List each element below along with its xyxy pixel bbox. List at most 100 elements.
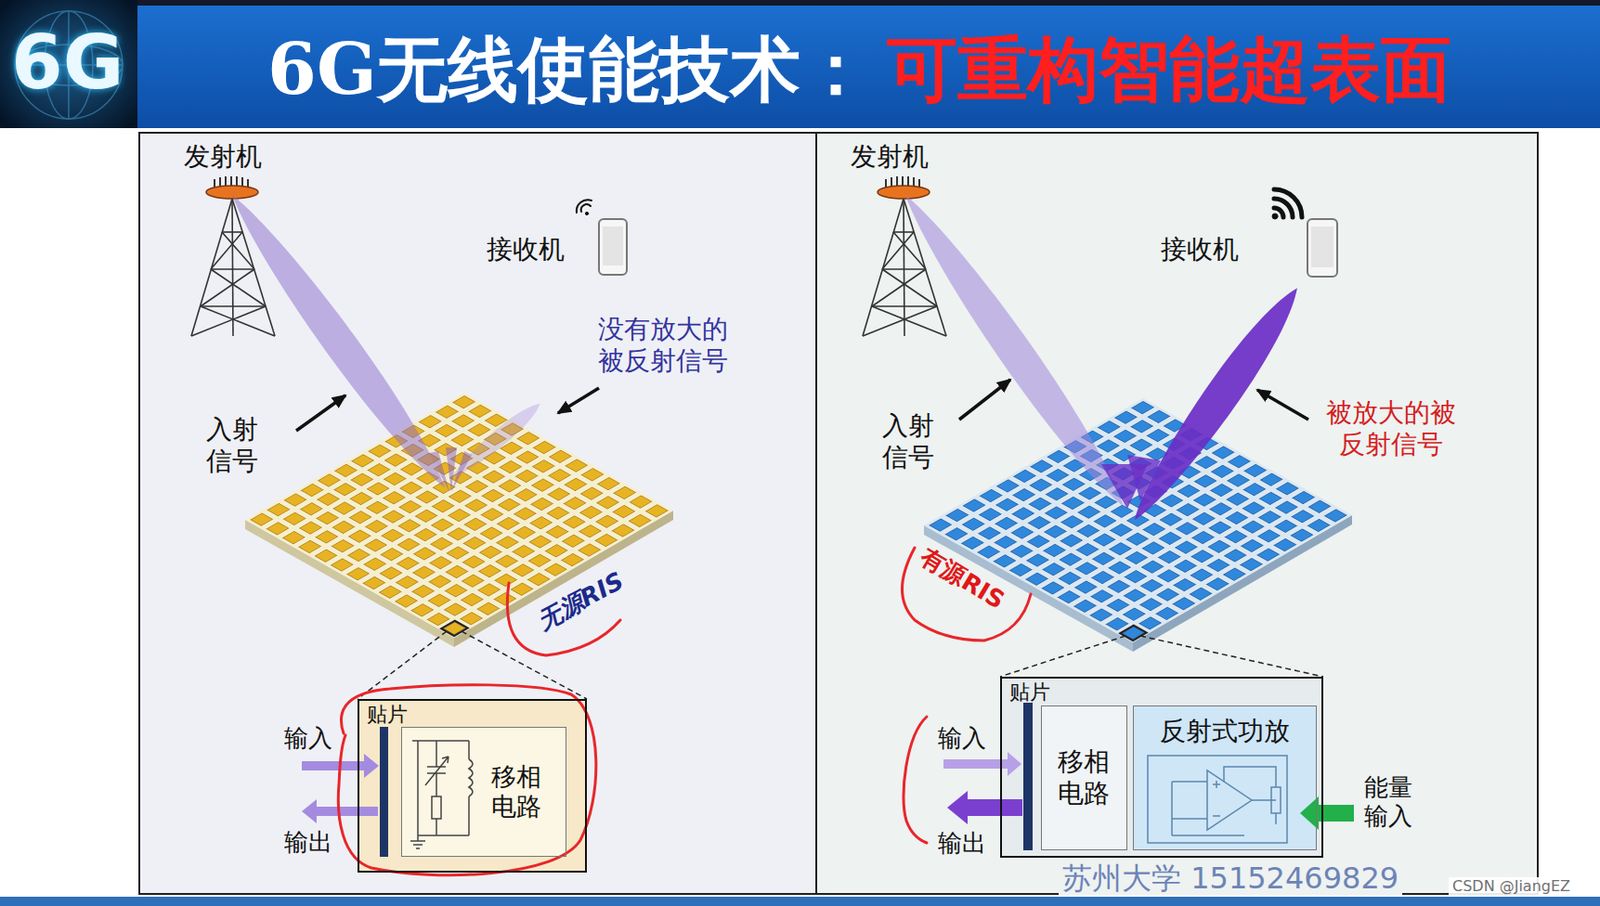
port-arrow bbox=[1007, 752, 1022, 777]
incident-signal-label: 入射 信号 bbox=[202, 414, 262, 477]
pointer-arrow bbox=[296, 379, 1309, 431]
reflected-signal-label: 没有放大的 被反射信号 bbox=[594, 313, 732, 377]
passive-ris-board bbox=[245, 392, 674, 638]
phase-shift-box-text: 移相 电路 bbox=[1053, 746, 1114, 809]
phase-shift-circuit bbox=[410, 741, 473, 849]
port-label: 输出 bbox=[284, 828, 333, 858]
port-arrow bbox=[301, 761, 365, 771]
signal-beam bbox=[219, 185, 1312, 531]
title-highlight: 可重构智能超表面 bbox=[886, 30, 1452, 109]
amplifier-circuit bbox=[1271, 787, 1281, 814]
port-arrow bbox=[947, 791, 968, 825]
passive-ris-board bbox=[441, 621, 468, 637]
amplifier-box: 反射式功放 bbox=[1132, 705, 1317, 851]
zoom-leader bbox=[1140, 636, 1324, 677]
phase-shift-box-text: 移相 电路 bbox=[487, 762, 546, 823]
pointer-arrow bbox=[959, 379, 1011, 420]
watermark: 苏州大学 15152469829 bbox=[1058, 862, 1403, 896]
port-label: 输入 bbox=[284, 724, 333, 754]
phase-shift-circuit bbox=[431, 796, 442, 820]
passive-ris-board bbox=[245, 392, 674, 638]
port-arrow bbox=[1300, 796, 1319, 831]
incident-signal-label-box: 入射 信号 bbox=[202, 414, 262, 477]
inset-fill bbox=[401, 727, 567, 858]
port-label-box: 输入 bbox=[937, 724, 987, 754]
energy-input-label: 能量 输入 bbox=[1360, 773, 1417, 832]
banner bbox=[0, 0, 1600, 129]
wifi-symbol bbox=[576, 199, 592, 213]
receiver-phone bbox=[1311, 226, 1334, 268]
phase-shift-box: 移相 电路 bbox=[401, 727, 567, 858]
title-text-box: 6G无线使能技术： bbox=[267, 30, 872, 109]
port-arrow bbox=[301, 799, 317, 824]
port-label-box: 输入 bbox=[284, 724, 333, 754]
transmitter-tower bbox=[191, 176, 275, 337]
active-ris-board bbox=[923, 398, 1353, 652]
receiver-phone bbox=[1307, 219, 1338, 277]
receiver-label-box: 接收机 bbox=[486, 234, 565, 266]
pointer-arrow bbox=[1257, 390, 1309, 420]
phase-shift-box: 移相 电路 bbox=[1040, 705, 1128, 851]
port-label: 输出 bbox=[937, 829, 987, 859]
amplifier-circuit bbox=[1147, 755, 1288, 844]
title-text: 6G无线使能技术： bbox=[267, 30, 872, 109]
transmitter-label: 发射机 bbox=[850, 141, 929, 173]
zoom-leader bbox=[1000, 636, 1126, 677]
passive-ris-board bbox=[245, 392, 674, 648]
title-highlight-box: 可重构智能超表面 bbox=[886, 30, 1452, 109]
port-arrow bbox=[316, 806, 378, 817]
port-label-box: 输出 bbox=[937, 829, 987, 859]
inset-fill bbox=[1132, 705, 1317, 851]
amplifier-circuit bbox=[1212, 780, 1221, 817]
transmitter-label-box: 发射机 bbox=[850, 141, 929, 173]
panels bbox=[139, 132, 817, 895]
patch-box: 贴片移相 电路 bbox=[357, 699, 587, 873]
signal-beam bbox=[1120, 278, 1312, 531]
red-annotation bbox=[338, 547, 1031, 876]
patch-box-text: 贴片 bbox=[366, 702, 578, 728]
wifi-symbol bbox=[581, 204, 591, 212]
reflected-signal-label-box: 没有放大的 被反射信号 bbox=[594, 313, 732, 377]
panels bbox=[816, 132, 1538, 895]
logo-text-box: 6G bbox=[11, 20, 124, 106]
energy-input-label-box: 能量 输入 bbox=[1360, 773, 1417, 832]
signal-beam bbox=[1127, 455, 1161, 502]
port-label: 输入 bbox=[937, 724, 987, 754]
amplifier-circuit bbox=[1171, 776, 1276, 825]
amplifier-circuit bbox=[1147, 755, 1288, 844]
patch-box: 贴片移相 电路反射式功放 bbox=[1000, 676, 1324, 859]
inset-fill bbox=[1040, 705, 1128, 851]
port-arrow bbox=[967, 799, 1023, 817]
phase-shift-circuit bbox=[410, 819, 469, 849]
panels bbox=[0, 897, 1600, 906]
port-arrow bbox=[1318, 805, 1354, 822]
watermark-box: 苏州大学 15152469829 bbox=[1058, 862, 1403, 896]
phase-shift-circuit bbox=[425, 756, 449, 786]
pointer-arrow bbox=[558, 388, 599, 414]
amplifier-box-text: 反射式功放 bbox=[1139, 715, 1311, 748]
amplified-signal-label: 被放大的被 反射信号 bbox=[1322, 397, 1460, 460]
wifi-symbol bbox=[1272, 213, 1278, 220]
transmitter-label: 发射机 bbox=[183, 141, 262, 173]
passive-ris-board bbox=[245, 392, 674, 638]
inset-fill bbox=[357, 699, 587, 873]
wifi-symbol bbox=[1274, 189, 1302, 218]
receiver-label: 接收机 bbox=[1160, 234, 1239, 266]
incident-signal-label: 入射 信号 bbox=[878, 410, 938, 473]
port-arrow bbox=[943, 759, 1008, 769]
receiver-label-box: 接收机 bbox=[1160, 234, 1239, 266]
inset-fill bbox=[1000, 676, 1324, 859]
receiver-label: 接收机 bbox=[486, 234, 565, 266]
port-arrow bbox=[364, 754, 379, 779]
banner bbox=[137, 5, 1600, 129]
wifi-symbol bbox=[585, 211, 588, 215]
phase-shift-circuit bbox=[412, 741, 469, 836]
patch-box-text: 贴片 bbox=[1009, 680, 1314, 705]
inset-fill bbox=[1023, 702, 1033, 851]
signal-beam bbox=[445, 397, 546, 485]
phase-shift-circuit bbox=[427, 741, 446, 797]
receiver-phone bbox=[598, 219, 627, 275]
banner bbox=[0, 0, 1600, 6]
inset-fill bbox=[357, 676, 1324, 873]
zoom-leader bbox=[461, 631, 587, 700]
